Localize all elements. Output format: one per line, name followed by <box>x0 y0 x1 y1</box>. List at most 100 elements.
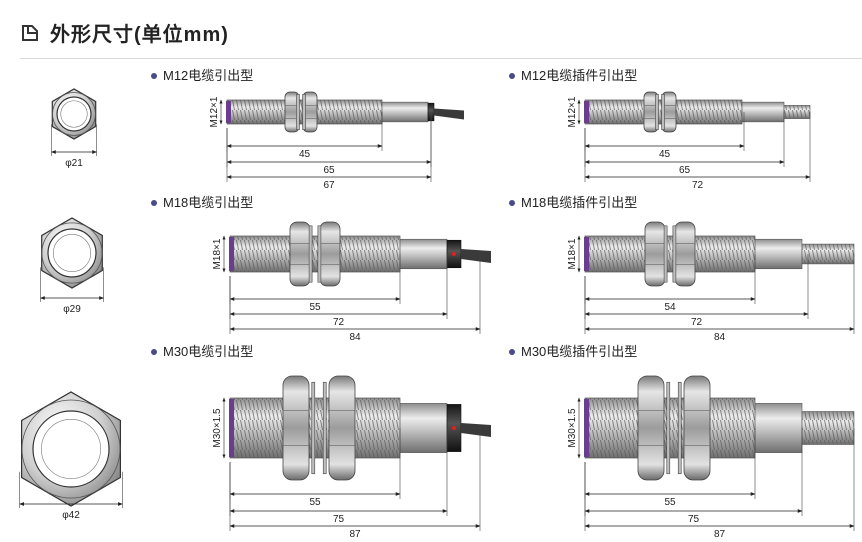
washer <box>655 94 659 130</box>
sensor-body-sleeve <box>377 101 429 123</box>
sensing-face <box>226 101 231 123</box>
washer <box>302 94 306 130</box>
hex-nut <box>282 375 310 481</box>
cable <box>461 423 491 437</box>
dimension-value: 87 <box>349 529 361 540</box>
dimension-value: 54 <box>664 302 676 313</box>
caption-bullet <box>151 200 157 206</box>
cable <box>434 108 464 120</box>
washer <box>317 225 322 283</box>
sensing-face <box>229 237 234 271</box>
dimension-value: 84 <box>349 332 361 343</box>
washer <box>672 225 677 283</box>
sensor-4: M18电缆插件引出型 M18×1 54 72 84 <box>509 195 855 343</box>
sensor-face-circle <box>56 96 92 132</box>
sensor-body-sleeve <box>750 238 803 270</box>
dimension-value: 55 <box>309 497 321 508</box>
sensor-caption: M30电缆插件引出型 <box>521 344 637 359</box>
page-title: 外形尺寸(单位mm) <box>20 18 229 47</box>
document-icon <box>22 24 38 41</box>
caption-bullet <box>509 200 515 206</box>
sensing-face <box>584 237 589 271</box>
thread-size-label: M18×1 <box>212 238 223 269</box>
dimension-value: 65 <box>679 165 691 176</box>
title-divider <box>20 58 862 59</box>
dimension-value: 55 <box>309 302 321 313</box>
dimension-value: 55 <box>664 497 676 508</box>
sensor-face-inner <box>52 233 92 273</box>
thread-texture <box>585 236 755 272</box>
sensing-face <box>584 101 589 123</box>
sensing-face <box>229 399 234 457</box>
diameter-label: φ29 <box>63 304 81 315</box>
caption-bullet <box>151 349 157 355</box>
page-title-text: 外形尺寸(单位mm) <box>50 24 229 46</box>
sensor-caption: M18电缆插件引出型 <box>521 195 637 210</box>
sensor-face-inner <box>41 419 101 479</box>
sensor-3: M18电缆引出型 M18×1 55 72 84 <box>151 195 491 343</box>
washer <box>677 381 682 475</box>
dimension-value: 84 <box>714 332 726 343</box>
front-view: φ29 <box>39 217 105 315</box>
indicator-led <box>452 426 456 430</box>
indicator-led <box>452 252 456 256</box>
washer <box>311 381 316 475</box>
dimension-value: 45 <box>299 149 311 160</box>
sensor-caption: M30电缆引出型 <box>163 344 253 359</box>
connector-thread <box>802 411 854 445</box>
sensing-face <box>584 399 589 457</box>
diameter-label: φ42 <box>62 510 80 521</box>
washer <box>661 94 665 130</box>
nut-chamfer-circle <box>41 222 103 284</box>
sensor-caption: M12电缆引出型 <box>163 68 253 83</box>
diameter-label: φ21 <box>65 158 83 169</box>
sensor-6: M30电缆插件引出型 M30×1.5 55 75 87 <box>509 344 855 540</box>
hex-nut <box>644 221 666 287</box>
thread-size-label: M18×1 <box>567 238 578 269</box>
sensor-caption: M18电缆引出型 <box>163 195 253 210</box>
sensor-body-sleeve <box>395 238 448 270</box>
connector-thread <box>784 105 810 119</box>
hex-nut <box>328 375 356 481</box>
front-view: φ21 <box>50 88 98 169</box>
dimension-value: 72 <box>333 317 345 328</box>
washer <box>308 225 313 283</box>
sensor-body-sleeve <box>395 403 448 453</box>
sensor-face-circle <box>32 410 110 488</box>
thread-texture <box>230 236 400 272</box>
caption-bullet <box>151 73 157 79</box>
dimension-value: 67 <box>323 180 335 191</box>
washer <box>296 94 300 130</box>
thread-size-label: M12×1 <box>567 96 578 127</box>
sensor-caption: M12电缆插件引出型 <box>521 68 637 83</box>
nut-chamfer-circle <box>52 92 96 136</box>
sensor-face-circle <box>47 228 97 278</box>
sensor-body-sleeve <box>737 101 785 123</box>
washer <box>666 381 671 475</box>
cable <box>461 249 491 263</box>
hex-nut <box>637 375 665 481</box>
sensor-face-inner <box>60 100 88 128</box>
dimension-value: 72 <box>691 317 703 328</box>
washer <box>322 381 327 475</box>
thread-size-label: M12×1 <box>209 96 220 127</box>
hex-nut <box>683 375 711 481</box>
connector-thread <box>802 244 854 264</box>
caption-bullet <box>509 349 515 355</box>
dimension-value: 87 <box>714 529 726 540</box>
dimension-value: 45 <box>659 149 671 160</box>
hex-nut <box>319 221 341 287</box>
thread-size-label: M30×1.5 <box>212 408 223 448</box>
thread-size-label: M30×1.5 <box>567 408 578 448</box>
dimension-value: 75 <box>688 514 700 525</box>
hex-nut <box>674 221 696 287</box>
sensor-body-sleeve <box>750 403 803 453</box>
washer <box>663 225 668 283</box>
hex-nut <box>289 221 311 287</box>
dimension-value: 72 <box>692 180 704 191</box>
nut-chamfer-circle <box>21 399 121 499</box>
